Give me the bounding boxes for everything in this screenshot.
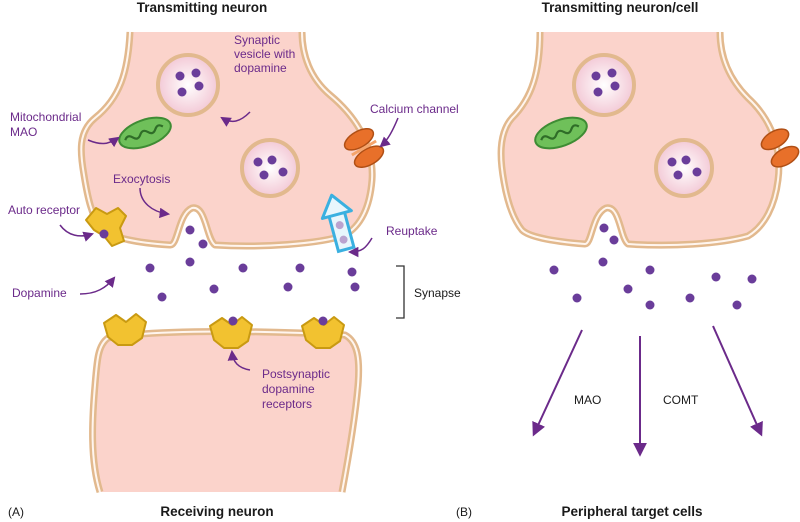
dopamine-molecule xyxy=(572,293,582,303)
dopamine-molecule xyxy=(711,272,721,282)
calcium-channel-icon xyxy=(760,128,800,168)
dopamine-molecule xyxy=(295,263,305,273)
dopamine-molecule xyxy=(549,265,559,275)
vesicle-label-line2: vesicle with xyxy=(234,47,295,61)
panel-a-title-bottom: Receiving neuron xyxy=(160,504,273,519)
label-arrows xyxy=(59,111,399,371)
dopamine-molecule xyxy=(185,225,195,235)
dopamine-label: Dopamine xyxy=(12,286,67,300)
reuptake-transporter-icon xyxy=(320,193,356,254)
vesicle-label-line3: dopamine xyxy=(234,61,287,75)
dopamine-molecule xyxy=(732,300,742,310)
panel-b-letter: (B) xyxy=(456,505,472,519)
auto-receptor-label: Auto receptor xyxy=(8,203,80,217)
synaptic-vesicle xyxy=(156,53,220,117)
synapse-bracket xyxy=(396,265,405,319)
dopamine-molecule xyxy=(645,265,655,275)
dopamine-molecule xyxy=(747,274,757,284)
synaptic-vesicle xyxy=(654,138,714,198)
dopamine-molecule xyxy=(645,300,655,310)
panel-a-letter: (A) xyxy=(8,505,24,519)
mitochondrial-label-line1: Mitochondrial xyxy=(10,110,81,124)
panel-a: Transmitting neuron xyxy=(8,0,461,519)
vesicle-label-line1: Synaptic xyxy=(234,33,280,47)
panel-b: Transmitting neuron/cell xyxy=(456,0,800,519)
dopamine-molecule xyxy=(185,257,195,267)
reuptake-label: Reuptake xyxy=(386,224,438,238)
dopamine-molecule xyxy=(598,257,608,267)
panel-b-title-top: Transmitting neuron/cell xyxy=(542,0,699,15)
postsynaptic-label-line2: dopamine xyxy=(262,382,315,396)
panel-b-title-bottom: Peripheral target cells xyxy=(561,504,702,519)
receiving-neuron xyxy=(89,328,363,494)
comt-label: COMT xyxy=(663,393,699,407)
auto-receptor-icon xyxy=(85,207,127,247)
postsynaptic-receptor-icon xyxy=(103,313,147,346)
dopamine-molecule xyxy=(209,284,219,294)
dopamine-molecule xyxy=(238,263,248,273)
calcium-channel-label: Calcium channel xyxy=(370,102,459,116)
calcium-channel-icon xyxy=(343,128,385,168)
dopamine-molecule xyxy=(198,239,208,249)
dopamine-molecule xyxy=(685,293,695,303)
synaptic-vesicle xyxy=(240,138,300,198)
dopamine-molecule xyxy=(347,267,357,277)
synaptic-vesicle xyxy=(572,53,636,117)
postsynaptic-receptor-icon xyxy=(301,316,345,349)
dopamine-molecule xyxy=(623,284,633,294)
postsynaptic-label-line1: Postsynaptic xyxy=(262,367,330,381)
postsynaptic-receptor-icon xyxy=(209,316,253,349)
diffusion-arrows xyxy=(532,325,763,457)
exocytosis-label: Exocytosis xyxy=(113,172,170,186)
dopamine-molecule xyxy=(283,282,293,292)
dopamine-molecule xyxy=(599,223,609,233)
dopamine-molecule xyxy=(145,263,155,273)
synapse-label: Synapse xyxy=(414,286,461,300)
dopamine-molecule xyxy=(609,235,619,245)
dopamine-molecule xyxy=(350,282,360,292)
postsynaptic-label-line3: receptors xyxy=(262,397,312,411)
mitochondrial-label-line2: MAO xyxy=(10,125,37,139)
panel-a-title-top: Transmitting neuron xyxy=(137,0,268,15)
mao-label: MAO xyxy=(574,393,601,407)
dopamine-molecule xyxy=(157,292,167,302)
mitochondrion-icon xyxy=(534,116,588,150)
